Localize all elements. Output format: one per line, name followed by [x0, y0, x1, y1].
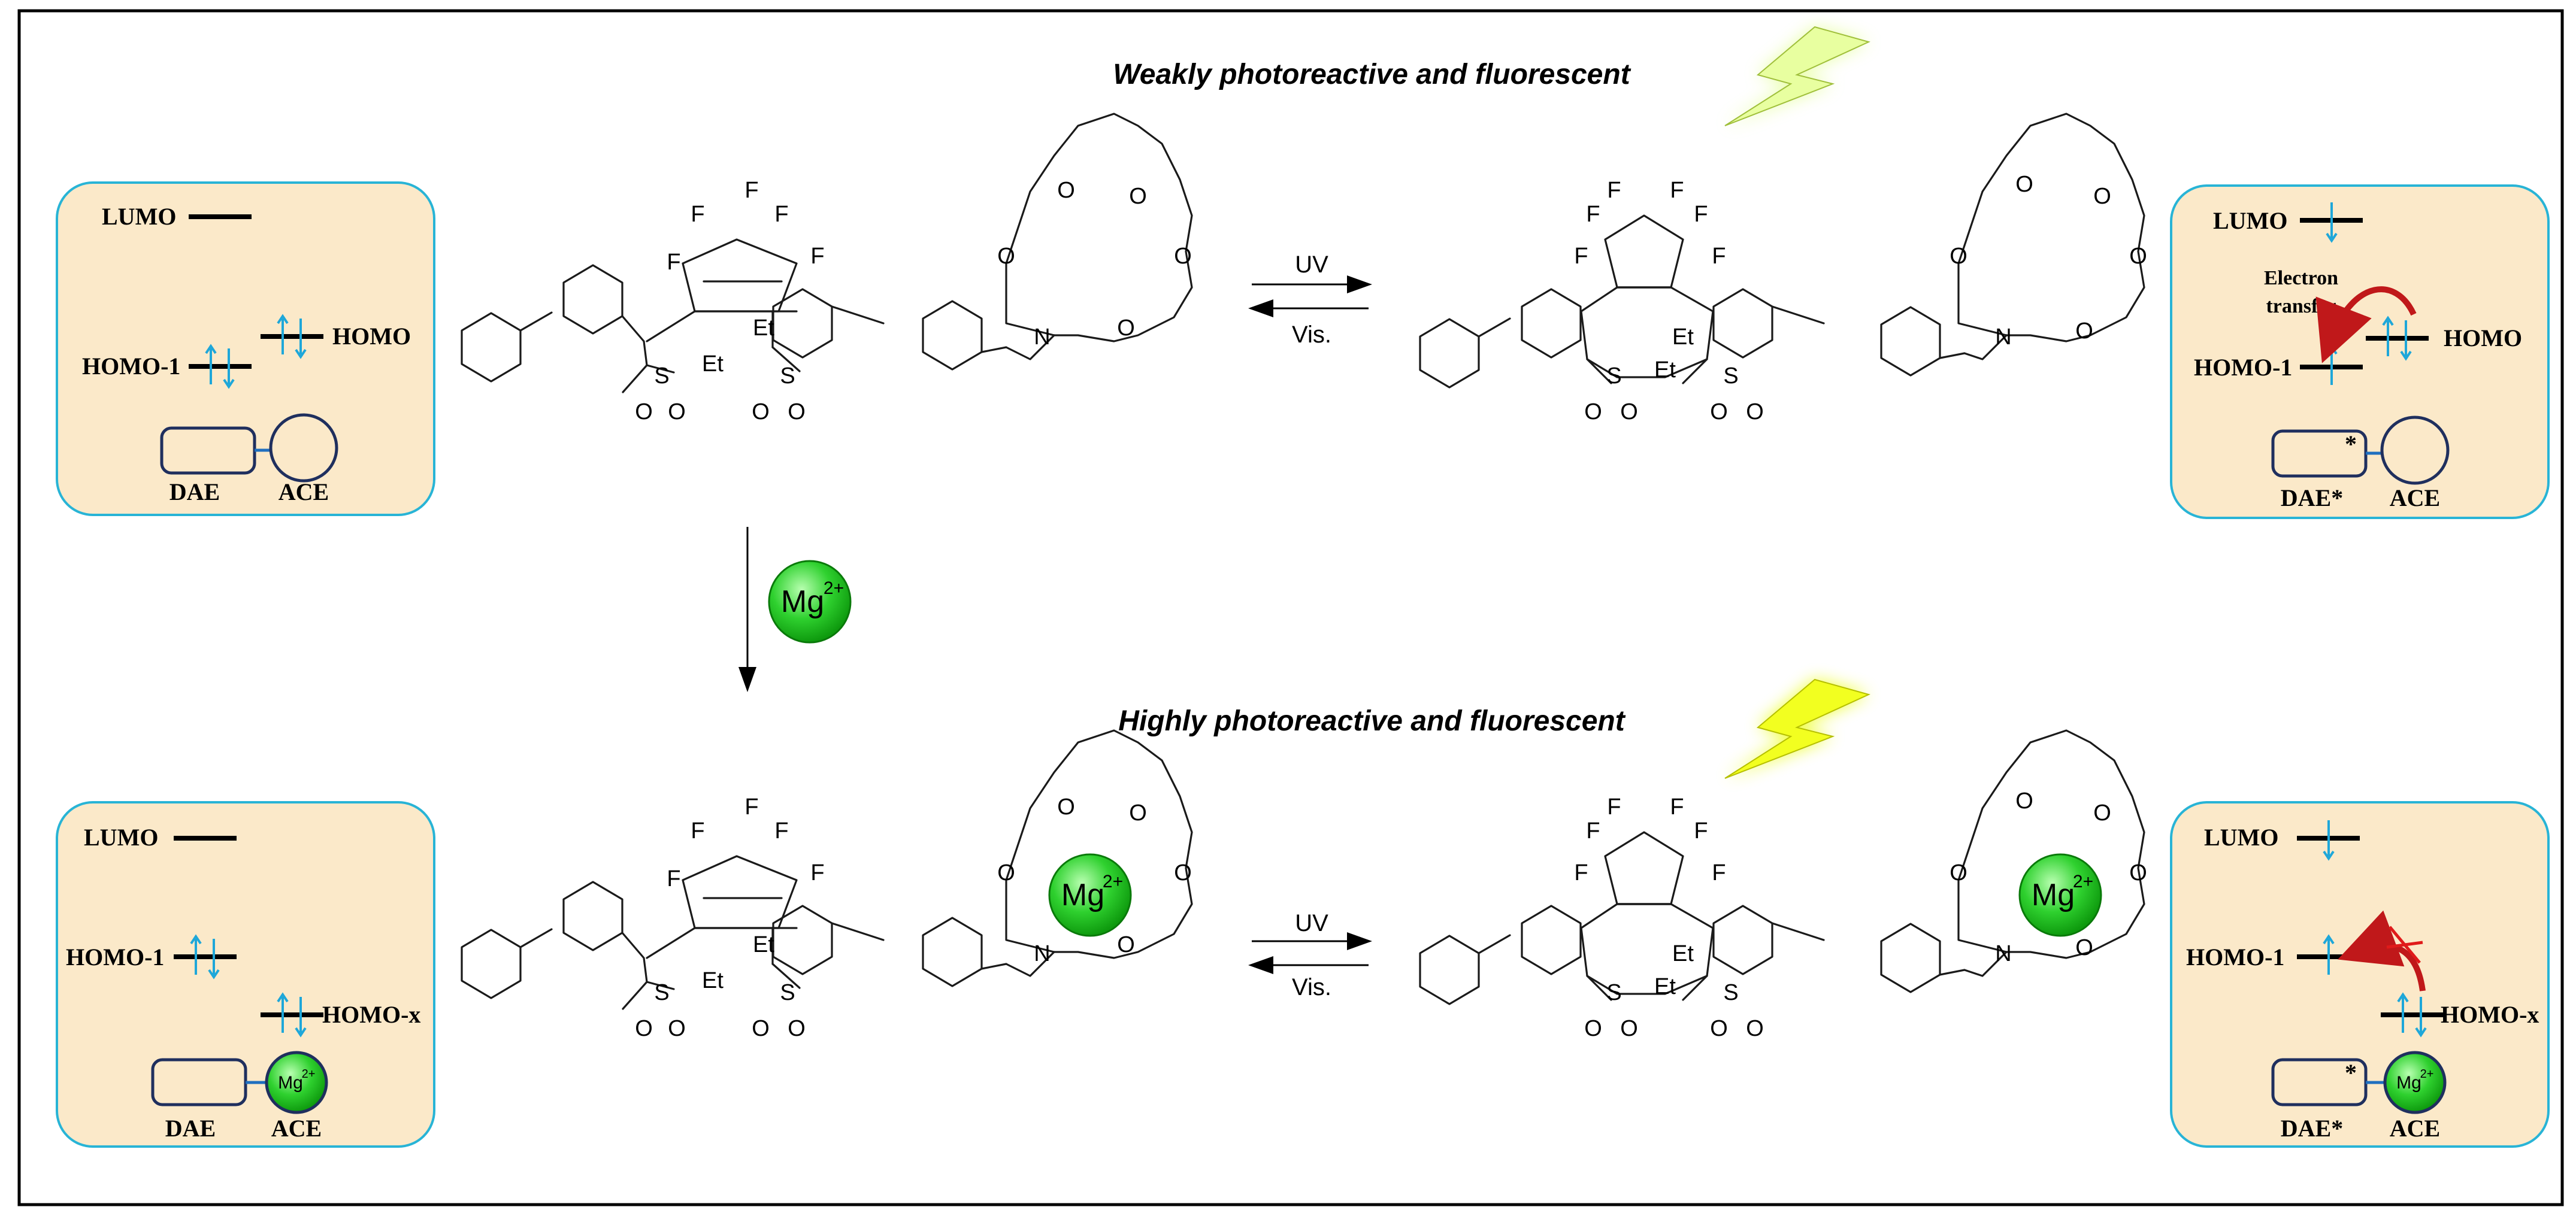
svg-text:DAE: DAE: [169, 478, 220, 505]
svg-text:F: F: [1670, 178, 1684, 203]
svg-text:F: F: [1574, 244, 1588, 269]
svg-text:HOMO-x: HOMO-x: [322, 1001, 420, 1028]
svg-text:O: O: [1620, 399, 1638, 424]
svg-text:Mg: Mg: [781, 584, 824, 619]
svg-text:2+: 2+: [2420, 1068, 2434, 1081]
svg-text:Et: Et: [1672, 325, 1694, 350]
svg-text:O: O: [2129, 244, 2147, 269]
svg-text:N: N: [1995, 325, 2011, 350]
svg-text:LUMO: LUMO: [2213, 207, 2287, 234]
svg-text:Et: Et: [753, 316, 774, 341]
svg-text:transfer: transfer: [2266, 295, 2336, 317]
svg-text:N: N: [1034, 325, 1050, 350]
svg-text:Mg: Mg: [2396, 1073, 2421, 1093]
svg-text:O: O: [752, 399, 770, 424]
svg-text:HOMO: HOMO: [332, 323, 411, 350]
svg-text:O: O: [2075, 319, 2093, 344]
svg-text:O: O: [788, 399, 806, 424]
svg-text:O: O: [1584, 399, 1602, 424]
svg-text:HOMO-1: HOMO-1: [2194, 354, 2292, 381]
svg-text:Vis.: Vis.: [1292, 322, 1331, 348]
svg-text:UV: UV: [1295, 251, 1328, 278]
svg-text:O: O: [635, 399, 653, 424]
svg-text:DAE*: DAE*: [2281, 484, 2343, 511]
svg-text:DAE: DAE: [165, 1115, 216, 1142]
outer-frame: [17, 9, 2564, 1206]
energy-panel-bottom-left: LUMO HOMO-1 HOMO-x Mg 2+ DAE ACE: [56, 801, 435, 1148]
svg-text:ACE: ACE: [279, 478, 329, 505]
svg-text:2+: 2+: [824, 578, 844, 598]
energy-panel-top-right: LUMO Electron transfer HOMO-1 HOMO * DAE…: [2170, 184, 2550, 519]
svg-text:DAE*: DAE*: [2281, 1115, 2343, 1142]
svg-text:Electron: Electron: [2264, 267, 2338, 289]
svg-text:O: O: [1950, 244, 1967, 269]
svg-text:UV: UV: [1295, 910, 1328, 936]
open-form-molecule: F F F F F S O O Et S O O Et N O O O O O: [461, 113, 1193, 424]
svg-text:O: O: [1746, 399, 1764, 424]
energy-panel-top-left: LUMO HOMO-1 HOMO DAE ACE: [56, 181, 435, 516]
equilibrium-arrows-bottom: UV Vis.: [1248, 910, 1372, 1000]
svg-text:Et: Et: [1654, 357, 1676, 383]
mg-ion-in-crown-closed: Mg 2+: [2018, 853, 2102, 937]
svg-text:O: O: [668, 399, 686, 424]
svg-text:Vis.: Vis.: [1292, 974, 1331, 1000]
mg-addition-arrow: Mg 2+: [738, 527, 852, 692]
svg-text:S: S: [1606, 363, 1621, 389]
svg-text:Mg: Mg: [1061, 878, 1104, 912]
svg-text:Mg: Mg: [278, 1073, 303, 1093]
svg-text:2+: 2+: [1103, 872, 1123, 891]
top-title: Weakly photoreactive and fluorescent: [1113, 59, 1631, 90]
svg-text:HOMO-1: HOMO-1: [66, 944, 164, 971]
closed-form-molecule: F F F F F F S O O Et Et S O O N O O O O …: [1419, 113, 2147, 424]
svg-text:F: F: [1694, 202, 1708, 227]
svg-text:Et: Et: [702, 351, 724, 377]
svg-text:Mg: Mg: [2032, 878, 2075, 912]
svg-text:F: F: [691, 202, 704, 227]
svg-text:S: S: [780, 363, 795, 389]
svg-text:LUMO: LUMO: [2204, 824, 2278, 851]
svg-text:ACE: ACE: [2390, 484, 2440, 511]
svg-text:F: F: [1586, 202, 1600, 227]
svg-text:F: F: [810, 244, 824, 269]
equilibrium-arrows-top: UV Vis.: [1248, 251, 1372, 348]
svg-text:ACE: ACE: [2390, 1115, 2440, 1142]
svg-text:*: *: [2345, 1059, 2357, 1086]
svg-text:F: F: [667, 250, 680, 275]
lightning-icon-top: [1724, 26, 1870, 126]
svg-text:F: F: [774, 202, 788, 227]
svg-text:O: O: [1057, 178, 1075, 203]
svg-text:*: *: [2345, 430, 2357, 457]
svg-text:O: O: [1117, 316, 1135, 341]
svg-text:ACE: ACE: [271, 1115, 322, 1142]
svg-text:F: F: [1607, 178, 1621, 203]
svg-text:2+: 2+: [302, 1068, 316, 1081]
energy-panel-bottom-right: LUMO HOMO-1 HOMO-x * Mg 2+ DAE* ACE: [2170, 801, 2550, 1148]
svg-text:HOMO-1: HOMO-1: [2186, 944, 2284, 971]
svg-text:S: S: [654, 363, 669, 389]
svg-text:O: O: [2093, 184, 2111, 209]
svg-text:2+: 2+: [2073, 872, 2093, 891]
svg-text:HOMO-1: HOMO-1: [82, 353, 180, 380]
svg-text:LUMO: LUMO: [84, 824, 158, 851]
lightning-icon-bottom: [1724, 678, 1870, 779]
svg-text:F: F: [1712, 244, 1726, 269]
svg-text:F: F: [744, 178, 758, 203]
svg-text:O: O: [1174, 244, 1192, 269]
svg-text:O: O: [2015, 172, 2033, 197]
svg-text:S: S: [1723, 363, 1738, 389]
mg-ion-in-crown-open: Mg 2+: [1048, 853, 1132, 937]
svg-text:HOMO: HOMO: [2444, 325, 2522, 351]
svg-text:O: O: [997, 244, 1015, 269]
svg-text:HOMO-x: HOMO-x: [2441, 1001, 2539, 1028]
svg-text:O: O: [1129, 184, 1147, 209]
svg-text:LUMO: LUMO: [102, 203, 176, 230]
bottom-title: Highly photoreactive and fluorescent: [1118, 705, 1626, 737]
svg-text:O: O: [1710, 399, 1728, 424]
